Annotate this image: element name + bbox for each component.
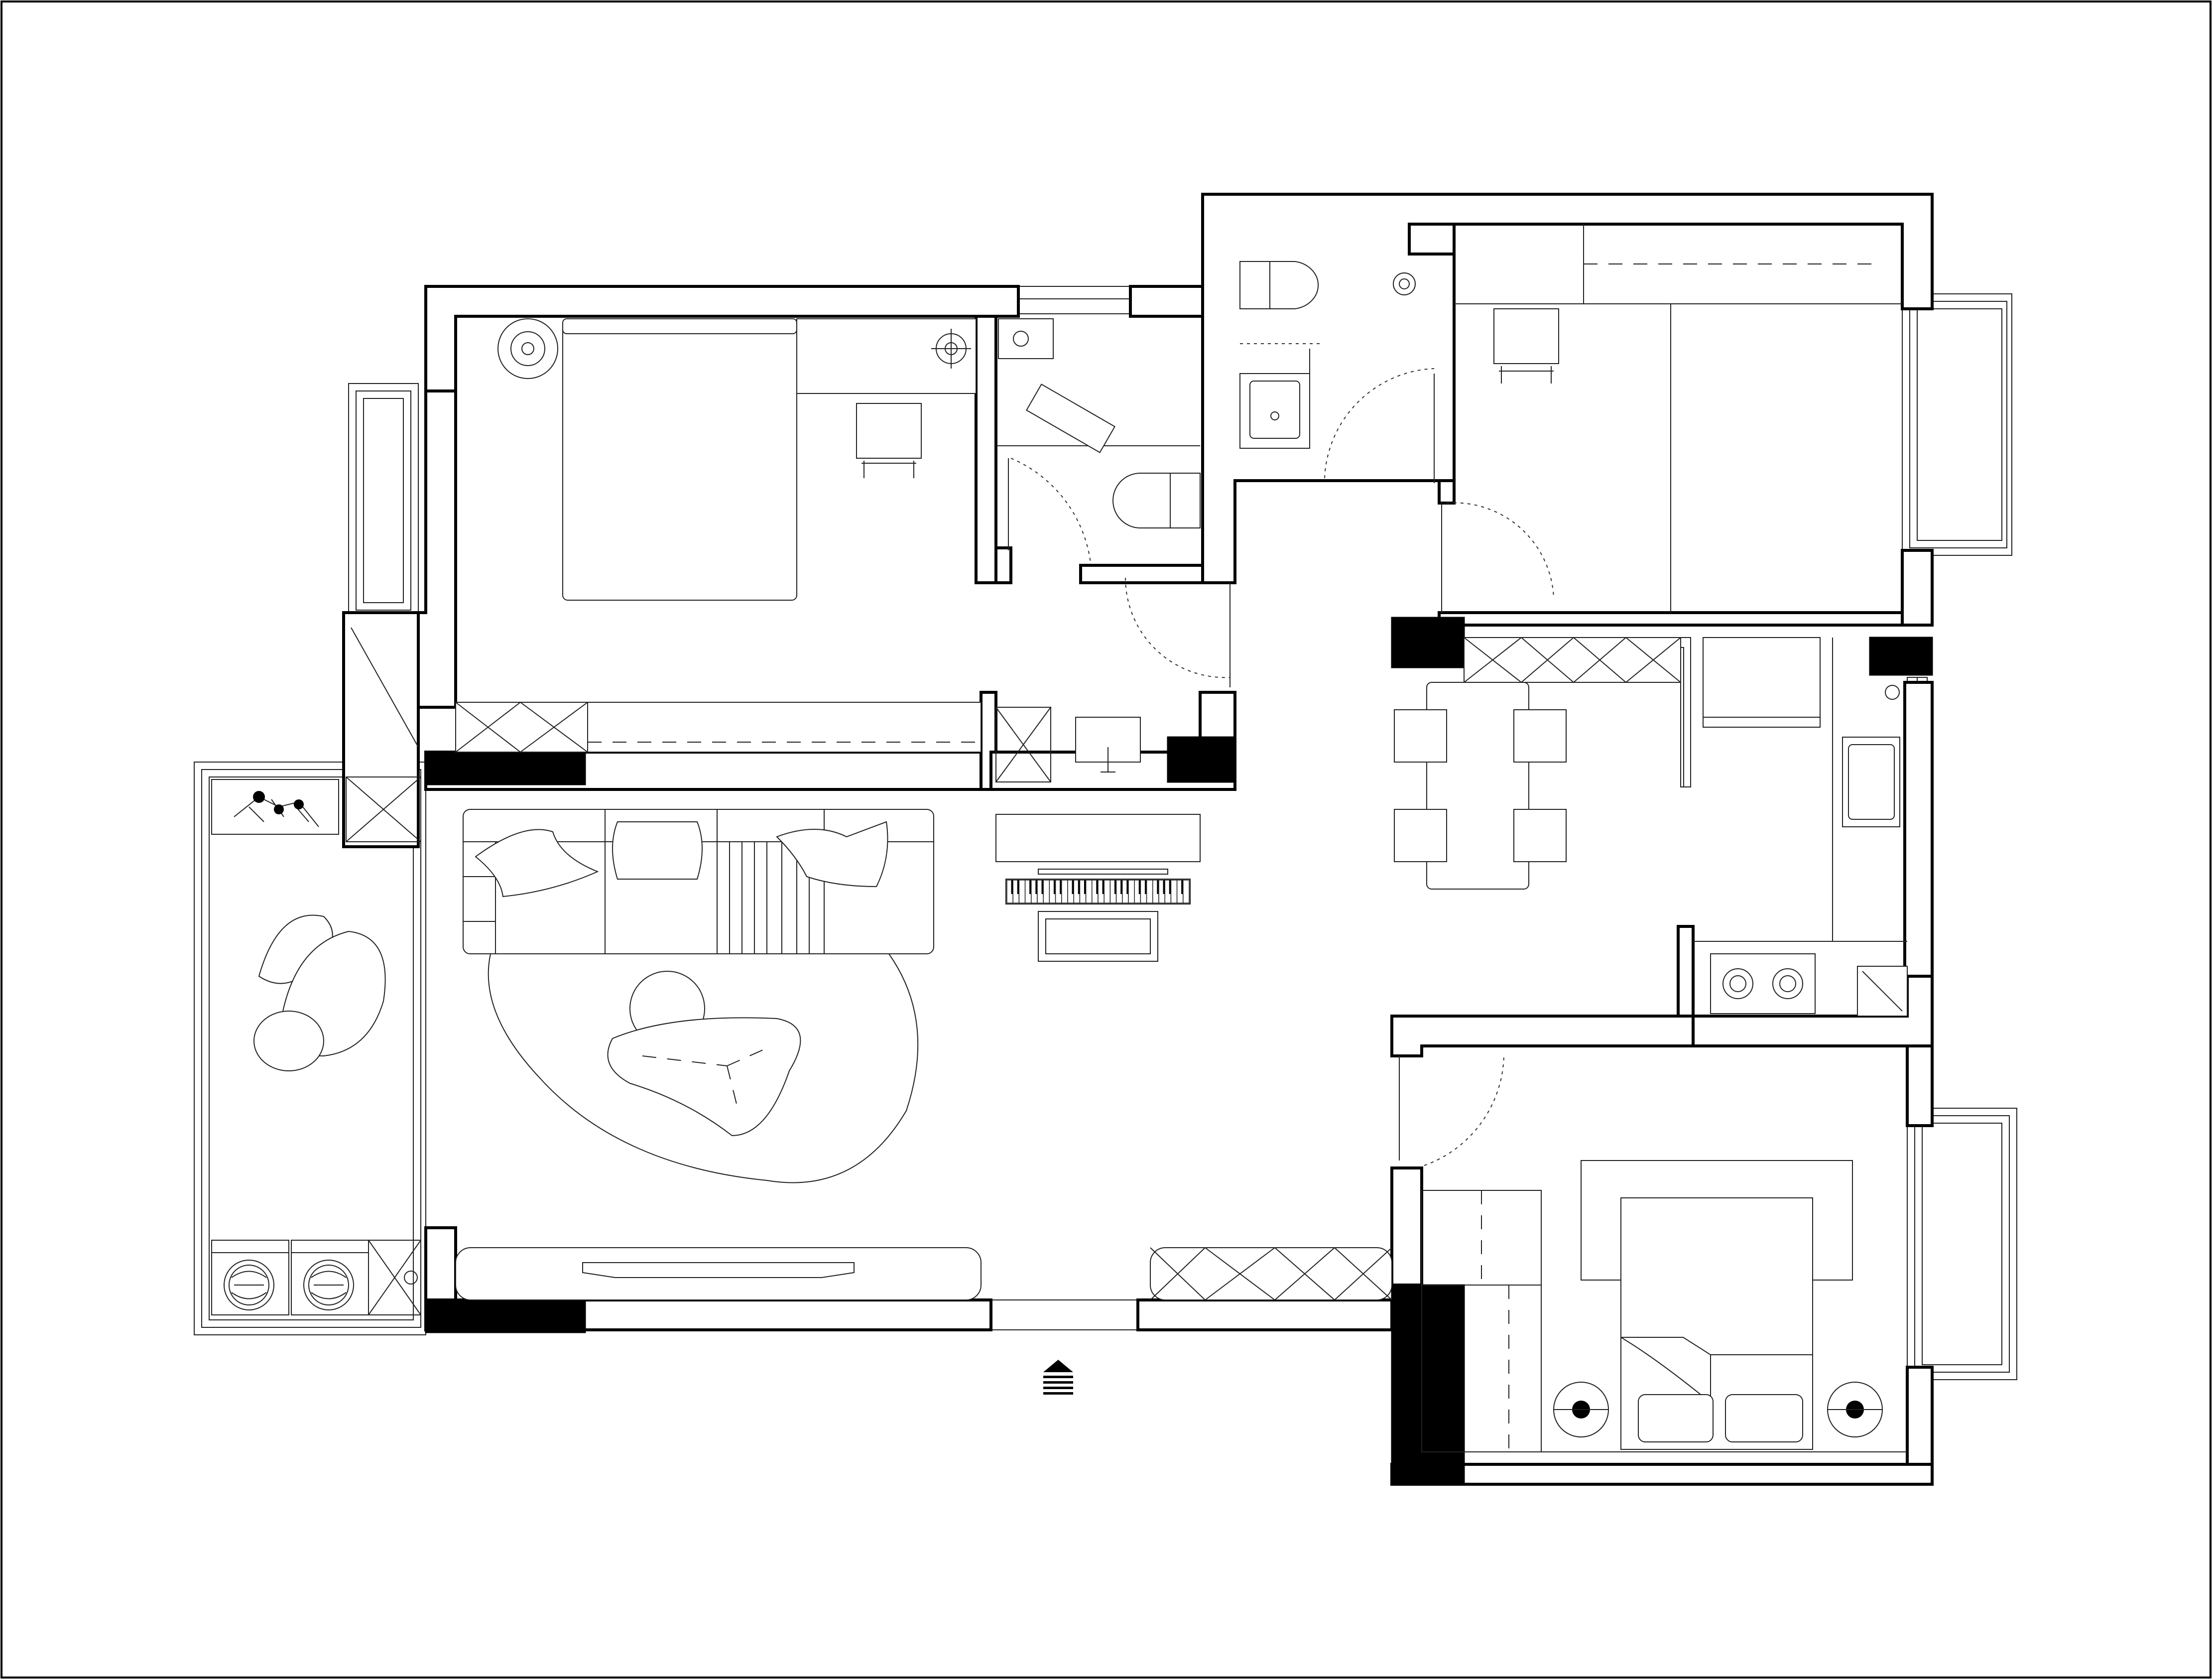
tv-console [455, 1247, 982, 1300]
desk-lamp-icon [931, 329, 971, 369]
rug [488, 953, 919, 1183]
washing-machine-icon [211, 1240, 369, 1315]
entrance-arrow-icon [1043, 1360, 1073, 1395]
chair [856, 403, 922, 459]
coffee-table [607, 1017, 801, 1137]
powder-room [1239, 261, 1435, 483]
pillow-icon [475, 821, 888, 898]
refrigerator [1703, 637, 1821, 728]
study-northeast [1441, 224, 1902, 613]
dining-chair [1394, 709, 1567, 862]
lamp-icon [497, 318, 558, 379]
lounge-chair [253, 914, 386, 1071]
living-room [455, 809, 1392, 1300]
wardrobe [455, 702, 982, 753]
bedroom-southeast [1399, 1055, 1907, 1452]
bathroom-north [995, 318, 1230, 782]
kitchen-sink [1842, 737, 1900, 827]
structural-columns [425, 617, 1933, 1485]
sink [1239, 373, 1310, 449]
piano-icon [995, 814, 1201, 962]
balcony-west [211, 627, 421, 1315]
shoe-cabinet [1150, 1247, 1392, 1300]
pillow-icon [1638, 1394, 1803, 1442]
plant-icon [234, 791, 319, 827]
lamp-icon [1553, 1382, 1883, 1437]
stove-icon [1710, 953, 1816, 1014]
desk [796, 318, 977, 394]
bedroom-northwest [455, 318, 982, 753]
chair [1493, 308, 1559, 364]
dining-area [1394, 637, 1821, 890]
toilet-icon [1239, 261, 1319, 309]
toilet-icon [1112, 473, 1201, 528]
double-bed [562, 318, 797, 601]
dining-table [1426, 682, 1529, 890]
kitchen [1693, 638, 1908, 1017]
